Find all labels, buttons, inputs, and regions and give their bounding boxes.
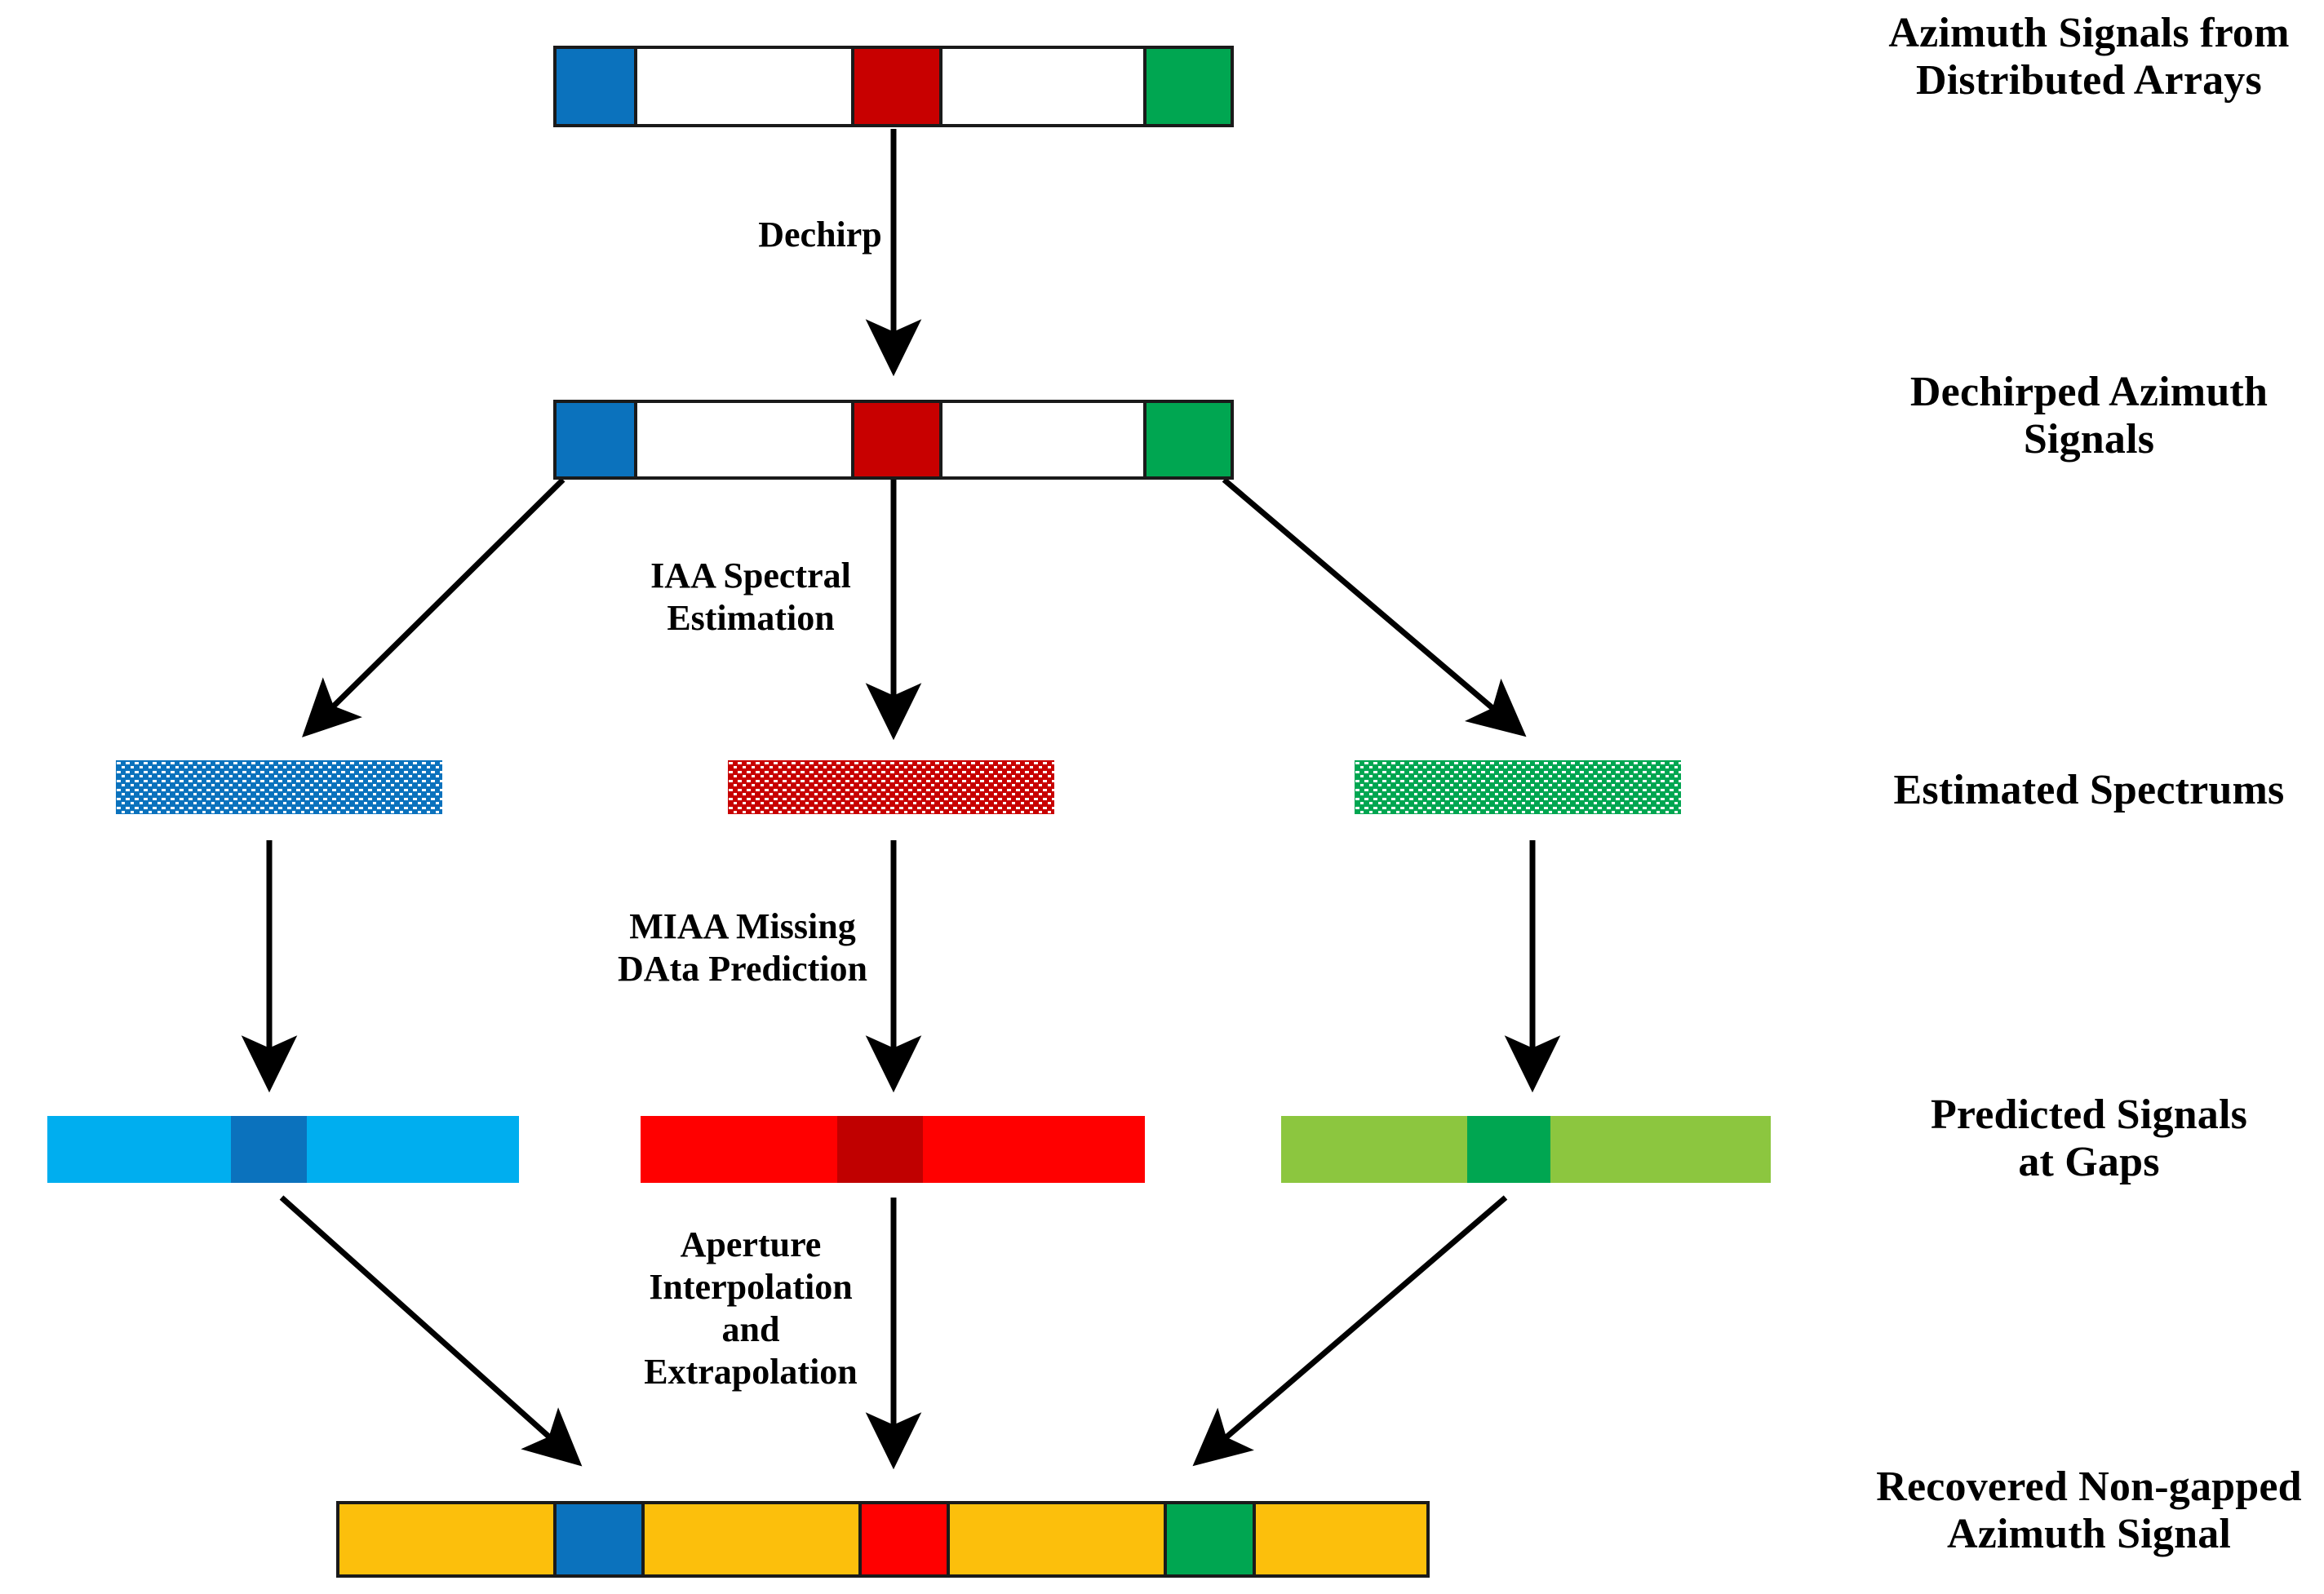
array-3-block [1142,403,1231,476]
arrow-dechirped-to-spectrum-left [302,477,565,737]
gap-2 [938,49,1143,124]
predicted-mid-outer-b [923,1116,1145,1183]
array-2-block [851,403,939,476]
predicted-right-outer-b [1550,1116,1771,1183]
arrow-dechirped-to-spectrum-right [1222,477,1527,737]
predicted-left-outer-a [47,1116,232,1183]
predicted-signal-bar-middle [641,1116,1145,1183]
gap-2 [938,403,1143,476]
azimuth-signal-bar [553,46,1234,127]
predicted-left-core [231,1116,307,1183]
recovered-signal-bar [336,1501,1430,1578]
spectrum-red [728,760,1054,814]
arrow-label-iaa-spectral-estimation: IAA Spectral Estimation [650,556,851,638]
array-1-block [557,49,635,124]
dechirped-signal-bar [553,400,1234,480]
arrow-predicted-to-recovered-left [279,1195,583,1467]
stage-label-estimated-spectrums: Estimated Spectrums [1893,767,2285,813]
recovered-fill-1 [339,1504,553,1574]
predicted-signal-bar-left [47,1116,519,1183]
arrow-label-aperture-interpolation: Aperture Interpolation and Extrapolation [644,1224,858,1392]
recovered-fill-3 [947,1504,1164,1574]
stage-label-predicted-signals: Predicted Signals at Gaps [1930,1091,2248,1186]
predicted-right-outer-a [1281,1116,1467,1183]
recovered-array-3 [1164,1504,1253,1574]
stage-label-azimuth-signals: Azimuth Signals from Distributed Arrays [1888,10,2290,104]
predicted-mid-core [837,1116,924,1183]
predicted-left-outer-b [306,1116,519,1183]
recovered-array-2 [858,1504,947,1574]
spectrum-blue-pattern [116,760,442,814]
array-1-block [557,403,635,476]
arrow-label-miaa-missing-data-prediction: MIAA Missing DAta Prediction [618,906,867,989]
spectrum-green [1355,760,1681,814]
predicted-right-core [1467,1116,1550,1183]
stage-label-recovered-signal: Recovered Non-gapped Azimuth Signal [1876,1463,2302,1558]
array-3-block [1142,49,1231,124]
arrow-predicted-to-recovered-right [1192,1195,1508,1467]
gap-1 [634,403,852,476]
stage-label-dechirped-signals: Dechirped Azimuth Signals [1909,369,2269,463]
recovered-fill-2 [641,1504,858,1574]
predicted-signal-bar-right [1281,1116,1771,1183]
spectrum-blue [116,760,442,814]
predicted-mid-outer-a [641,1116,838,1183]
spectrum-green-pattern [1355,760,1681,814]
recovered-fill-4 [1252,1504,1426,1574]
recovered-array-1 [552,1504,642,1574]
spectrum-red-pattern [728,760,1054,814]
gap-1 [634,49,852,124]
arrow-label-dechirp: Dechirp [758,215,882,255]
array-2-block [851,49,939,124]
